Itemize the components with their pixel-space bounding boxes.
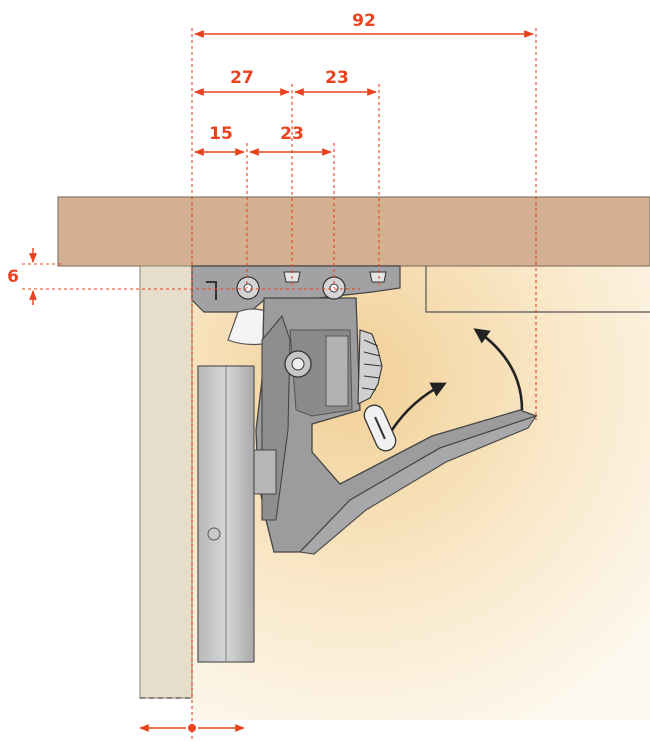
gear-tooth xyxy=(361,387,377,391)
gear-tooth xyxy=(363,375,381,379)
gear-tooth xyxy=(363,351,381,357)
cabinet-top-panel xyxy=(57,196,650,267)
hinge-pivot-block xyxy=(253,449,277,495)
dimension-label-15: 15 xyxy=(209,124,233,144)
dimension-label-92: 92 xyxy=(352,11,376,31)
gear-tooth xyxy=(363,339,379,347)
door-screw xyxy=(207,527,221,541)
plate-screw-1-hole xyxy=(243,283,253,293)
gear-tooth xyxy=(363,363,382,367)
swing-arrow-upper xyxy=(473,328,524,411)
offset-marker-dot xyxy=(188,724,196,732)
dimension-label-6: 6 xyxy=(7,267,19,287)
pivot-screw-head xyxy=(291,357,305,371)
dimension-label-27: 27 xyxy=(230,68,254,88)
swing-arrow-lower xyxy=(390,382,447,431)
plate-bracket-mark xyxy=(206,281,217,300)
dimension-label-23-top: 23 xyxy=(325,68,349,88)
hinge-slot xyxy=(325,335,349,407)
dimension-reference-lines xyxy=(22,28,537,742)
cabinet-side-panel xyxy=(139,265,193,699)
dimension-label-23-mid: 23 xyxy=(280,124,304,144)
release-catch xyxy=(363,404,397,452)
plate-tab-2 xyxy=(369,271,387,283)
dimension-lines xyxy=(29,30,534,732)
lever-arm xyxy=(298,414,538,555)
opening-ledge xyxy=(425,266,650,313)
adjustment-gear xyxy=(357,329,383,405)
